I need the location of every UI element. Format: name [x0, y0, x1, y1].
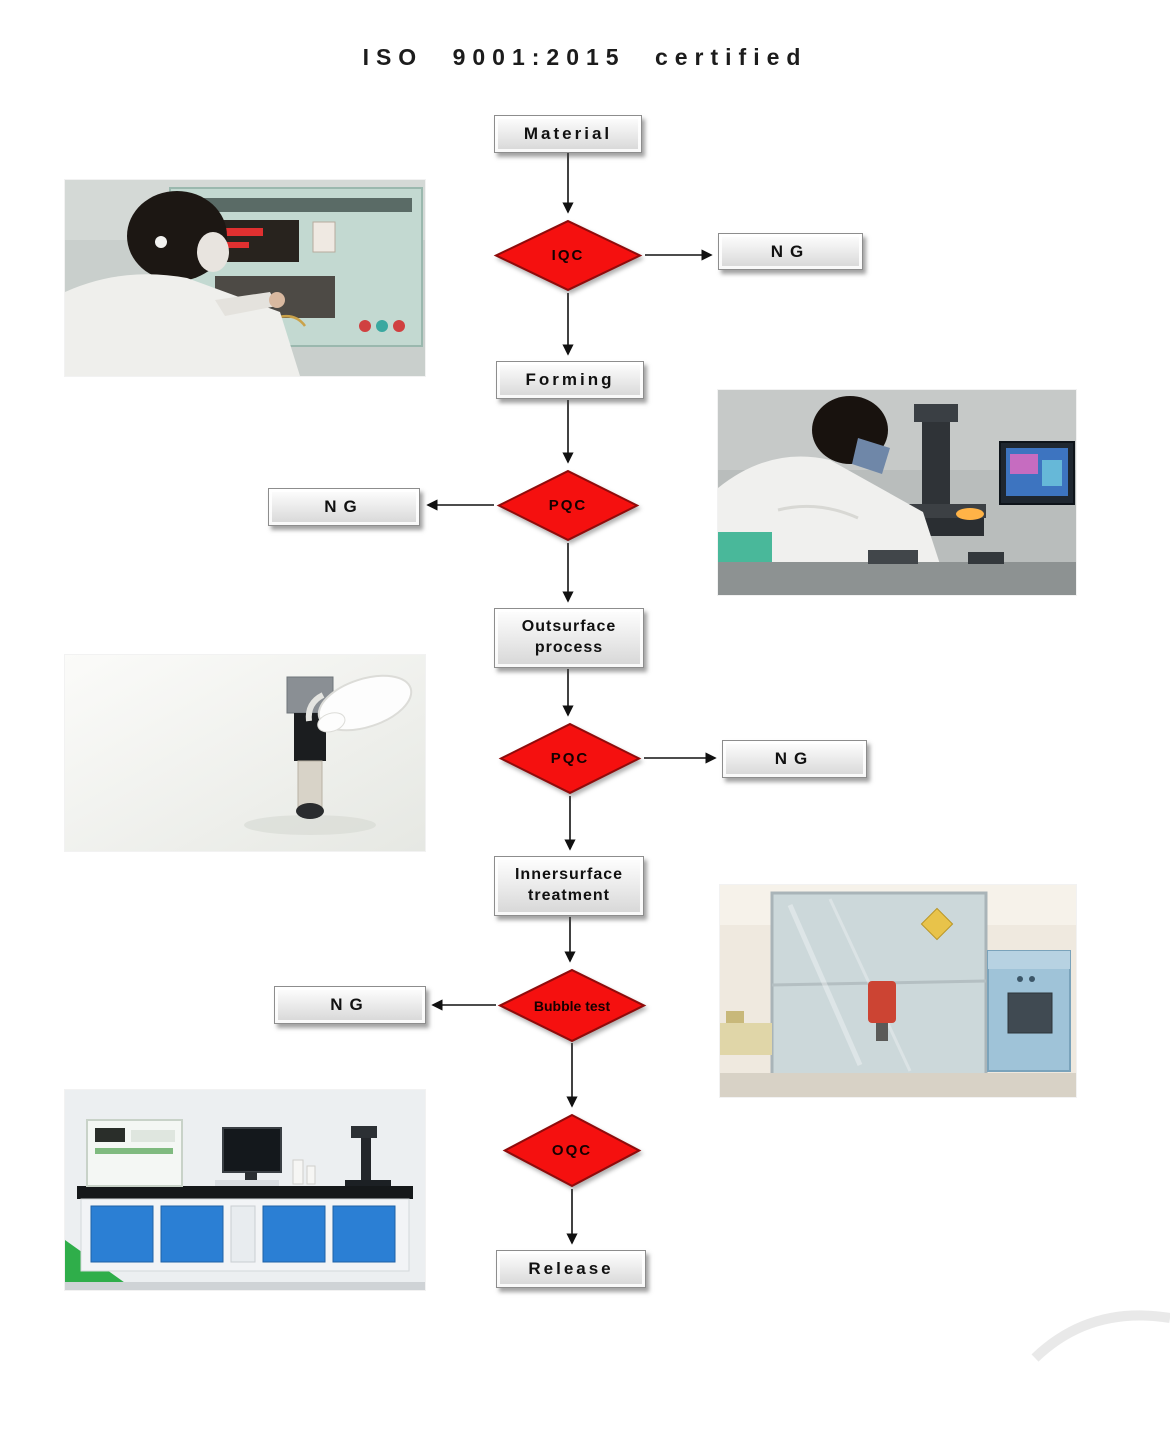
flow-node-ng-bubble: NG: [274, 986, 426, 1024]
flow-node-ng-pqc1: NG: [268, 488, 420, 526]
photo-microscope-inspection: [718, 390, 1076, 595]
diamond-shape-iqc: [493, 219, 643, 292]
flow-node-outsurface-process: Outsurface process: [494, 608, 644, 668]
flow-node-ng-pqc2: NG: [722, 740, 867, 778]
decision-pqc-1-label: PQC: [548, 497, 588, 514]
photo-microscope-inspection-illustration: [718, 390, 1076, 595]
flow-node-release: Release: [496, 1250, 646, 1288]
flow-node-innersurface-treatment: Innersurface treatment: [494, 856, 644, 916]
photo-bubble-test-equipment: [720, 885, 1076, 1097]
photo-surface-process-illustration: [65, 655, 425, 851]
decision-bubble-test: Bubble test: [497, 968, 647, 1043]
diamond-shape-pqc1: [496, 469, 640, 542]
flow-node-ng-iqc: NG: [718, 233, 863, 270]
photo-oqc-lab-illustration: [65, 1090, 425, 1290]
photo-bubble-test-equipment-illustration: [720, 885, 1076, 1097]
decision-iqc: IQC: [493, 219, 643, 292]
decision-pqc-2-label: PQC: [550, 750, 590, 767]
diamond-shape-pqc2: [498, 722, 642, 795]
decision-bubble-test-label: Bubble test: [533, 997, 611, 1014]
page-title: ISO 9001:2015 certified: [362, 44, 808, 70]
decorative-swoosh: [1031, 1310, 1170, 1362]
decision-pqc-2: PQC: [498, 722, 642, 795]
decision-pqc-1: PQC: [496, 469, 640, 542]
decision-oqc: OQC: [502, 1113, 642, 1188]
photo-oqc-lab: [65, 1090, 425, 1290]
photo-material-inspection-illustration: [65, 180, 425, 376]
photo-surface-process: [65, 655, 425, 851]
photo-material-inspection: [65, 180, 425, 376]
flow-node-forming: Forming: [496, 361, 644, 399]
diamond-shape-oqc: [502, 1113, 642, 1188]
diamond-shape-bubble: [497, 968, 647, 1043]
flow-node-material: Material: [494, 115, 642, 153]
decision-oqc-label: OQC: [551, 1142, 593, 1159]
decision-iqc-label: IQC: [551, 247, 585, 264]
